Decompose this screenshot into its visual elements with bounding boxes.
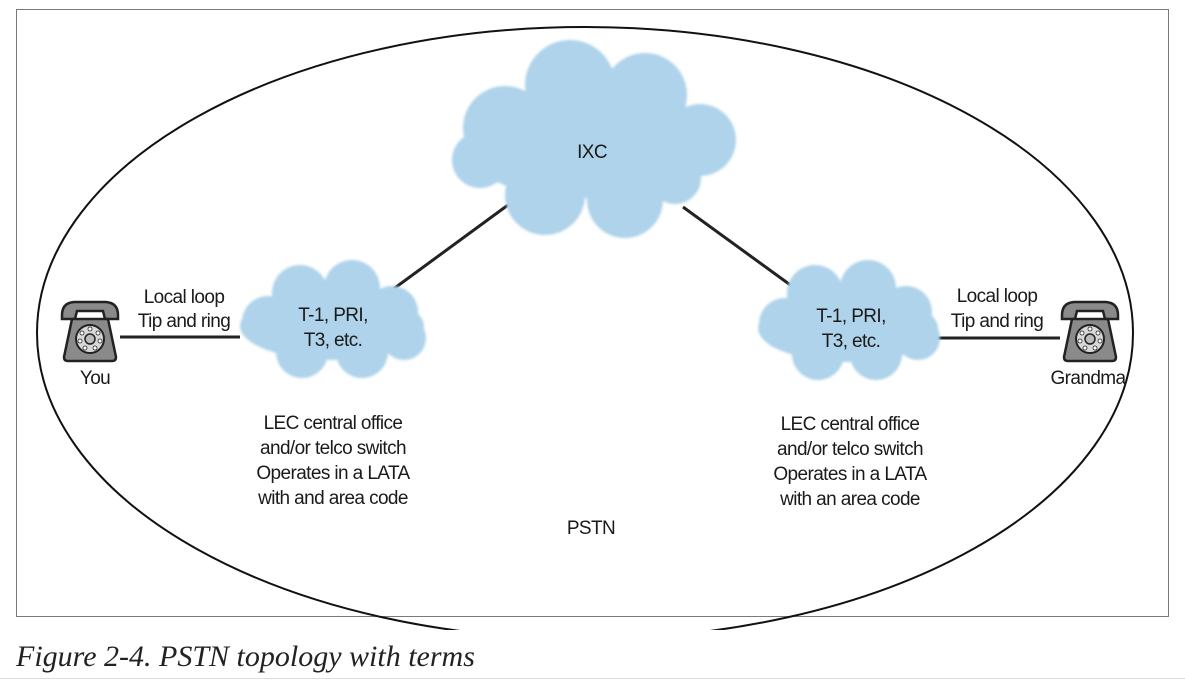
left-office-label: and/or telco switch — [260, 438, 406, 459]
telephone-icon — [60, 300, 120, 363]
link-ixc-to-right-cloud — [682, 205, 801, 294]
pstn-label: PSTN — [567, 518, 615, 539]
bottom-divider — [0, 678, 1185, 679]
pstn-diagram: IXC PSTN You Local loop Tip and ring T-1… — [36, 26, 1134, 630]
ixc-cloud — [452, 40, 736, 238]
right-office-label: and/or telco switch — [777, 439, 923, 460]
right-cloud-label: T3, etc. — [822, 331, 881, 352]
left-phone-label: You — [80, 368, 110, 389]
right-lec-cloud — [758, 260, 940, 380]
link-left-cloud-to-ixc — [391, 203, 509, 292]
left-cloud-label: T-1, PRI, — [298, 305, 368, 326]
left-office-label: with and area code — [257, 488, 408, 509]
left-office-label: LEC central office — [264, 413, 403, 434]
right-loop-label: Local loop — [957, 286, 1038, 307]
figure-caption: Figure 2-4. PSTN topology with terms — [16, 640, 475, 673]
telephone-icon — [1060, 300, 1120, 363]
left-office-label: Operates in a LATA — [256, 463, 410, 484]
right-loop-label: Tip and ring — [951, 311, 1043, 332]
right-office-label: with an area code — [779, 489, 920, 510]
right-office-label: Operates in a LATA — [773, 464, 927, 485]
left-cloud-label: T3, etc. — [304, 330, 363, 351]
right-phone-label: Grandma — [1050, 368, 1126, 389]
right-office-label: LEC central office — [781, 414, 920, 435]
ixc-label: IXC — [577, 142, 607, 163]
left-lec-cloud — [240, 260, 426, 378]
left-loop-label: Tip and ring — [138, 311, 230, 332]
left-loop-label: Local loop — [144, 287, 225, 308]
right-cloud-label: T-1, PRI, — [816, 306, 886, 327]
pstn-boundary — [36, 26, 1134, 630]
